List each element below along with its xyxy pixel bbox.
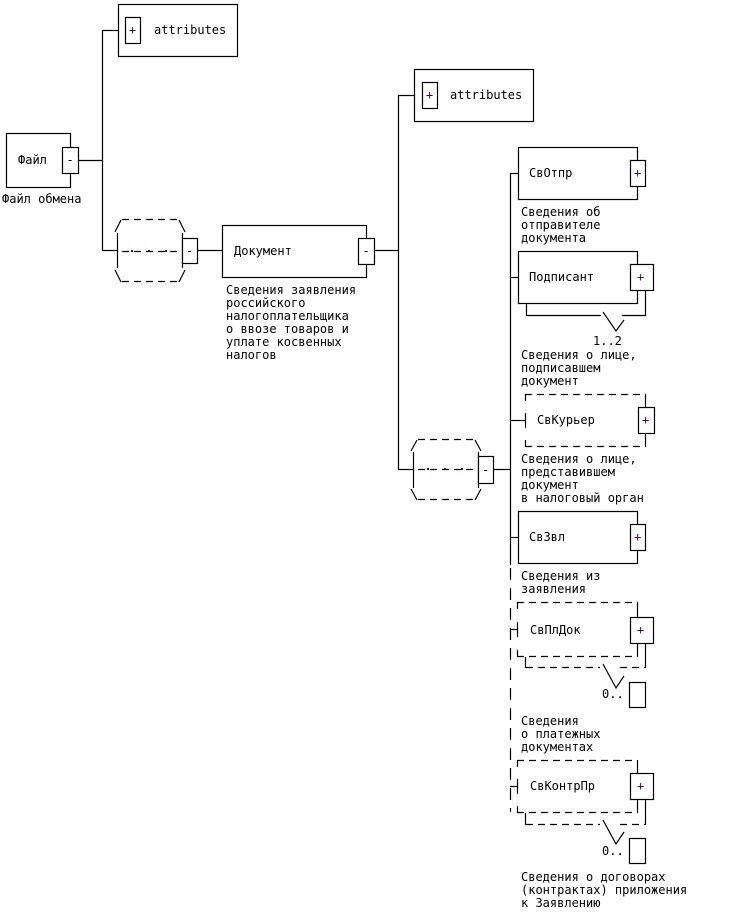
child-description-line: Сведения об — [521, 205, 600, 219]
child-description-line: (контрактах) приложения — [521, 883, 687, 897]
child-description-line: заявления — [521, 582, 586, 596]
child-description-line: документах — [521, 740, 593, 754]
svg-text:налогов: налогов — [226, 348, 277, 362]
child-element-name: СвКурьер — [537, 413, 595, 427]
child-element-name: СвЗвл — [529, 530, 565, 544]
sequence-2-collapse-button[interactable]: - — [477, 455, 495, 485]
child-element-svkurer: СвКурьер + Сведения о лице, представивше… — [510, 393, 656, 505]
minus-icon: - — [67, 153, 74, 167]
minus-icon: - — [186, 244, 193, 258]
document-attributes-group: + attributes — [413, 68, 535, 123]
plus-icon: + — [426, 88, 433, 102]
child-expand-button[interactable]: + — [629, 616, 655, 645]
child-element-svkontrpr: СвКонтрПр + 0.. Сведения о договорах (ко… — [510, 759, 687, 910]
document-element: Документ - Сведения заявления российског… — [221, 224, 376, 362]
child-description-line: Сведения о лице, — [521, 452, 637, 466]
child-description-line: документ — [521, 478, 579, 492]
child-expand-button[interactable]: + — [629, 523, 647, 552]
document-attributes-label: attributes — [450, 88, 522, 102]
svg-text:о ввозе товаров и: о ввозе товаров и — [226, 322, 349, 336]
child-description-line: к Заявлению — [521, 896, 600, 910]
child-description-line: отправителе — [521, 218, 600, 232]
child-description-line: Сведения из — [521, 569, 600, 583]
document-attributes-expand-button[interactable]: + — [421, 81, 439, 110]
document-collapse-button[interactable]: - — [357, 237, 376, 266]
root-element-box[interactable] — [5, 132, 72, 189]
child-element-svzvl: СвЗвл + Сведения из заявления — [510, 510, 647, 596]
sequence-compositor-2: - — [410, 438, 511, 501]
child-element-name: СвОтпр — [529, 166, 572, 180]
child-element-box[interactable] — [517, 146, 639, 201]
root-element-file: Файл - Файл обмена — [2, 132, 81, 206]
child-multiplicity: 0.. — [602, 844, 624, 858]
sequence-1-collapse-button[interactable]: - — [181, 237, 199, 265]
child-description-line: в налоговый орган — [521, 491, 644, 505]
child-element-name: СвПлДок — [530, 623, 581, 637]
child-multiplicity: 0.. — [602, 687, 624, 701]
document-connectors — [374, 94, 414, 471]
svg-text:российского: российского — [226, 296, 305, 310]
child-element-box[interactable] — [517, 510, 639, 565]
child-description-line: документа — [521, 231, 586, 245]
document-element-description: Сведения заявления российского налогопла… — [226, 283, 356, 362]
document-element-box[interactable] — [221, 224, 368, 279]
plus-icon: + — [634, 530, 641, 544]
root-attributes-expand-button[interactable]: + — [124, 16, 142, 45]
child-element-box[interactable] — [516, 759, 639, 814]
root-element-description: Файл обмена — [2, 192, 81, 206]
plus-icon: + — [637, 270, 644, 284]
document-element-name: Документ — [234, 244, 292, 258]
child-element-svotpr: СвОтпр + Сведения об отправителе докумен… — [510, 146, 647, 245]
child-element-svpldok: СвПлДок + 0.. Сведения о платежных докум… — [510, 601, 655, 754]
sequence-compositor-1: - — [114, 218, 222, 283]
svg-text:Сведения заявления: Сведения заявления — [226, 283, 356, 297]
plus-icon: + — [637, 779, 644, 793]
child-expand-button[interactable]: + — [637, 406, 656, 435]
child-multiplicity: 1..2 — [593, 334, 622, 348]
minus-icon: - — [482, 463, 489, 477]
child-description-line: о платежных — [521, 727, 600, 741]
child-expand-button[interactable]: + — [629, 772, 655, 801]
child-element-name: Подписант — [529, 270, 594, 284]
infinity-glyph-box — [628, 681, 647, 709]
child-description-line: представившем — [521, 465, 615, 479]
plus-icon: + — [634, 166, 641, 180]
child-element-box[interactable] — [524, 393, 647, 448]
plus-icon: + — [637, 623, 644, 637]
child-description-line: документ — [521, 374, 579, 388]
root-attributes-group: + attributes — [117, 3, 239, 58]
svg-text:налогоплательщика: налогоплательщика — [226, 309, 349, 323]
child-description-line: подписавшем — [521, 361, 600, 375]
svg-text:уплате косвенных: уплате косвенных — [226, 335, 342, 349]
child-element-name: СвКонтрПр — [530, 779, 595, 793]
child-description-line: Сведения о договорах — [521, 870, 666, 884]
root-attributes-label: attributes — [154, 23, 226, 37]
child-description-line: Сведения — [521, 714, 579, 728]
minus-icon: - — [363, 244, 370, 258]
root-connectors — [78, 29, 118, 252]
root-collapse-button[interactable]: - — [61, 146, 80, 175]
root-element-name: Файл — [18, 153, 47, 167]
child-element-podpisant: Подписант + 1..2 Сведения о лице, подпис… — [510, 250, 655, 388]
plus-icon: + — [129, 23, 136, 37]
child-expand-button[interactable]: + — [629, 159, 647, 188]
child-expand-button[interactable]: + — [629, 263, 655, 292]
child-element-box[interactable] — [516, 601, 639, 658]
plus-icon: + — [642, 413, 649, 427]
child-description-line: Сведения о лице, — [521, 348, 637, 362]
child-element-box[interactable] — [517, 250, 639, 305]
infinity-glyph-box — [628, 837, 647, 865]
